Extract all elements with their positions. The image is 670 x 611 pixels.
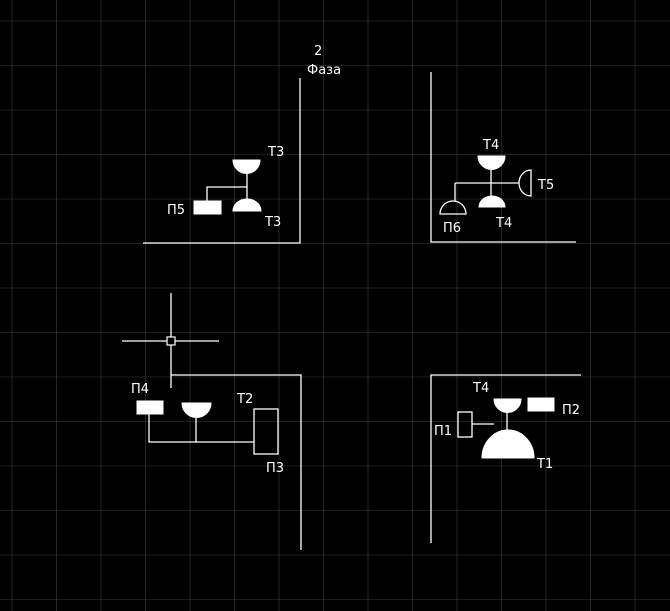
bottom-left-t-symbol [181,402,212,418]
t3-lower-symbol [232,198,262,212]
p1-block [457,411,473,438]
p3-block [253,408,279,455]
axis-corner-bottom-right [430,374,581,543]
p5-block [193,200,222,215]
label-t2: Т2 [236,392,253,407]
t5-symbol [518,169,532,197]
t4-lower-symbol [478,195,506,208]
p6-symbol [439,200,467,215]
label-t4: Т4 [472,381,489,396]
axis-corner-bottom-left [171,374,302,550]
p4-block [136,400,164,415]
label-p5: П5 [167,203,185,218]
label-p3: П3 [266,461,284,476]
p2-block [527,397,555,412]
label-p4: П4 [131,382,149,397]
quadrant-top-right: Т4 Т4 Т5 П6 [430,72,576,243]
label-t1: Т1 [536,457,553,472]
label-p6: П6 [443,221,461,236]
axis-corner-top-right [430,72,576,243]
label-t3-lower: Т3 [264,215,281,230]
phase-number: 2 [314,44,322,59]
label-t3-upper: Т3 [267,145,284,160]
label-p2: П2 [562,403,580,418]
quadrant-bottom-left: П4 Т2 П3 [131,374,302,550]
t1-symbol [481,429,535,459]
p5-link [206,186,247,201]
crosshair-cursor [122,293,219,388]
label-t4-upper: Т4 [482,138,499,153]
phase-label: Фаза [307,63,341,78]
label-t4-lower: Т4 [495,216,512,231]
t4-upper-symbol [477,155,506,170]
label-t5: Т5 [537,178,554,193]
crosshair-pickbox [166,336,176,346]
quadrant-top-left: Т3 Т3 П5 [143,78,301,244]
quadrant-bottom-right: Т4 П2 П1 Т1 [430,374,581,543]
axis-corner-top-left [143,78,301,244]
label-p1: П1 [434,424,452,439]
t3-upper-symbol [232,159,261,174]
bottom-left-bus [148,414,254,443]
t4-symbol [493,398,522,413]
